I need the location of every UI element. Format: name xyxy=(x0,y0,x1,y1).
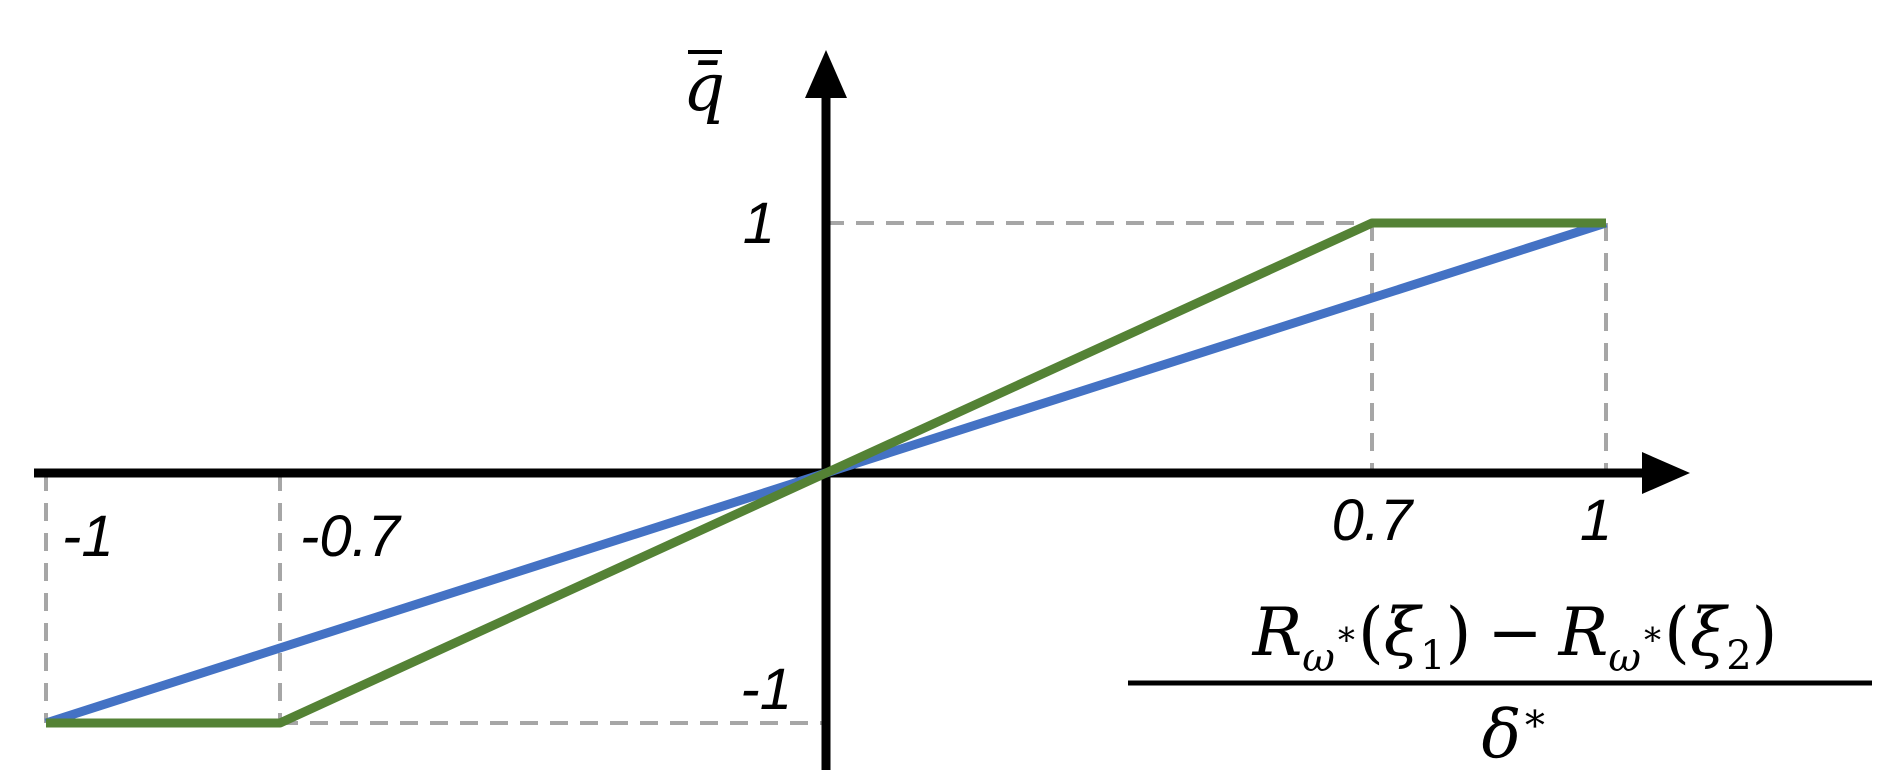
series-line-2 xyxy=(46,218,1606,728)
axes xyxy=(34,50,1690,770)
x-axis-label-numerator: Rω∗(ξ1)−Rω∗(ξ2) xyxy=(1252,594,1778,681)
guide-lines xyxy=(44,221,1608,725)
y-axis-label: q̄ xyxy=(683,49,725,126)
x-tick-label: 0.7 xyxy=(1332,488,1415,553)
y-axis-arrow xyxy=(805,50,847,98)
x-axis-label: Rω∗(ξ1)−Rω∗(ξ2) δ∗ xyxy=(1128,594,1872,773)
x-tick-label: -0.7 xyxy=(300,504,403,569)
y-axis-label-text: q̄ xyxy=(683,49,725,126)
series-layer xyxy=(44,218,1608,728)
x-tick-label: 1 xyxy=(1580,488,1612,553)
x-axis-arrow xyxy=(1642,452,1690,494)
y-tick-label: 1 xyxy=(743,191,775,256)
tick-labels: -1 -0.7 0.7 1 1 -1 xyxy=(62,191,1612,722)
y-tick-label: -1 xyxy=(740,657,792,722)
x-tick-label: -1 xyxy=(62,504,114,569)
x-axis-label-denominator: δ∗ xyxy=(1482,695,1549,773)
